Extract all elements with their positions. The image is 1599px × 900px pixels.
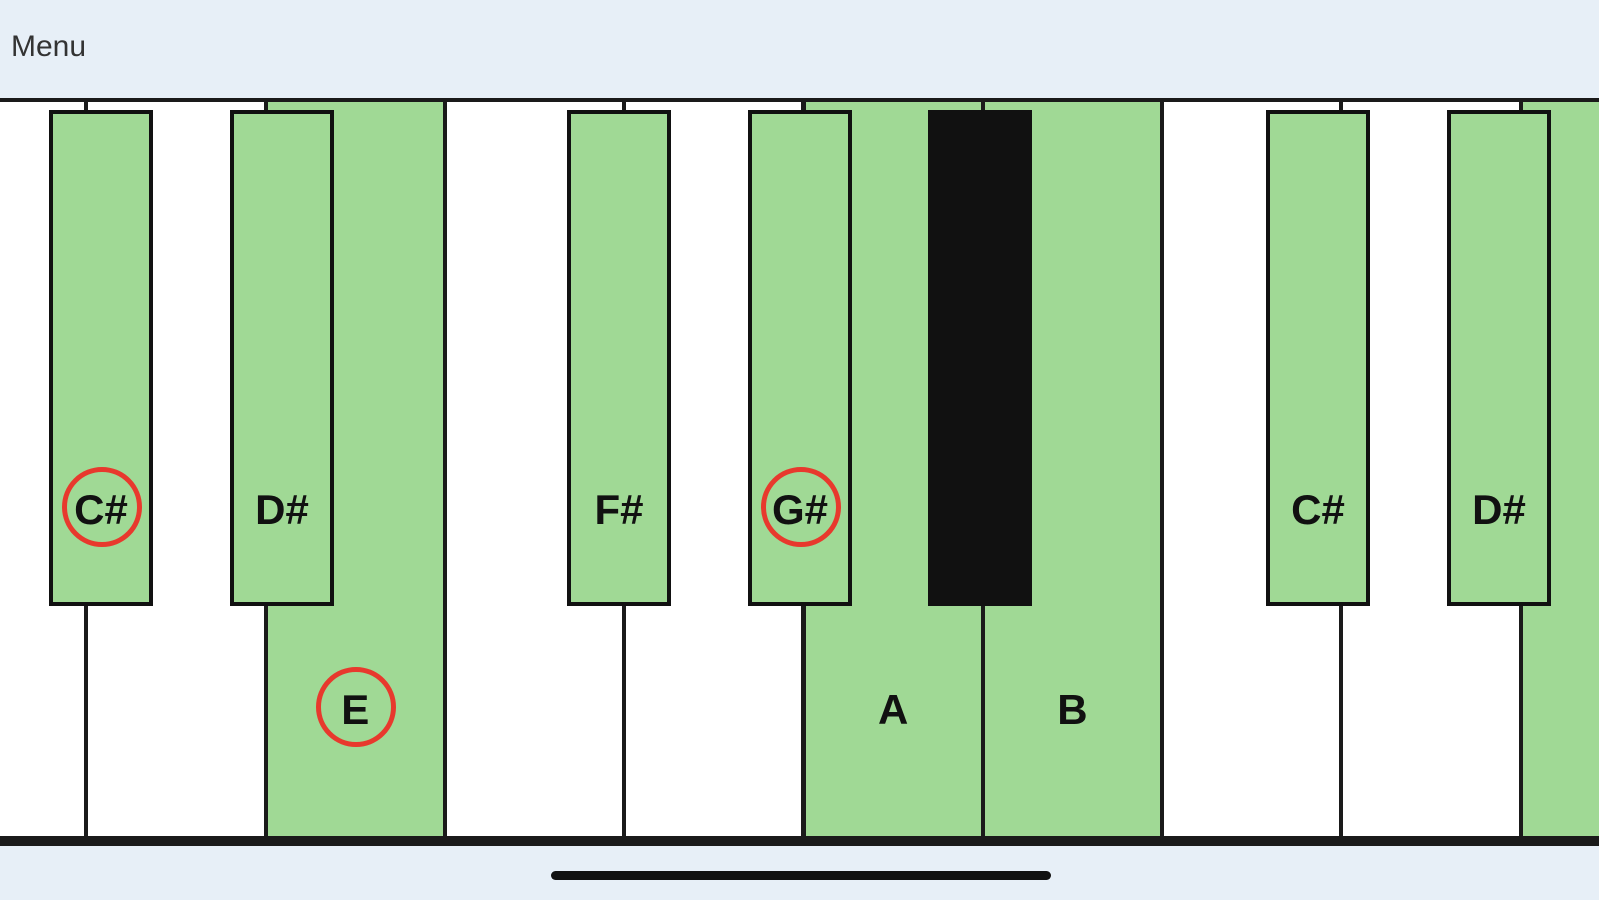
menu-button[interactable]: Menu <box>11 30 87 63</box>
black-key-d-sharp[interactable]: D# <box>1447 110 1551 606</box>
key-label: E <box>1523 686 1599 734</box>
key-label: G# <box>771 486 829 533</box>
key-label: D# <box>255 486 309 533</box>
piano-keyboard: E A B E C# D# F# G# C# D# <box>0 98 1599 846</box>
black-key-a-sharp[interactable] <box>928 110 1032 606</box>
black-key-g-sharp[interactable]: G# <box>748 110 852 606</box>
black-key-f-sharp[interactable]: F# <box>567 110 671 606</box>
selected-note-circle <box>761 467 841 547</box>
key-label: B <box>1057 686 1088 733</box>
black-key-d-sharp[interactable]: D# <box>230 110 334 606</box>
key-label: D# <box>1472 486 1526 533</box>
selected-note-circle <box>316 667 397 747</box>
home-indicator[interactable] <box>551 871 1051 880</box>
black-key-c-sharp[interactable]: C# <box>49 110 153 606</box>
black-key-c-sharp[interactable]: C# <box>1266 110 1370 606</box>
key-label: F# <box>594 486 644 533</box>
key-label: E <box>341 686 370 733</box>
key-label: C# <box>74 486 128 533</box>
key-label: C# <box>1291 486 1345 533</box>
selected-note-circle <box>62 467 142 547</box>
key-label: A <box>877 686 909 733</box>
